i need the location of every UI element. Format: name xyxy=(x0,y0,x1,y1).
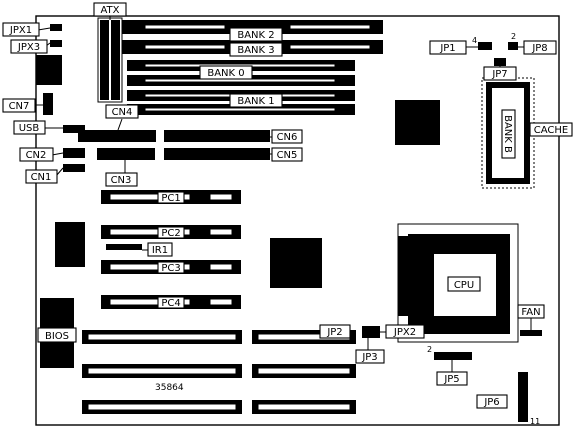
svg-text:CN4: CN4 xyxy=(112,107,133,118)
svg-text:FAN: FAN xyxy=(521,307,540,318)
svg-text:CN3: CN3 xyxy=(111,175,132,186)
pin-number-11: 11 xyxy=(530,417,540,426)
svg-text:JP5: JP5 xyxy=(443,374,459,385)
svg-text:BANK B: BANK B xyxy=(502,115,513,153)
label-cn7: CN7 xyxy=(2,98,36,113)
label-jp5: JP5 xyxy=(436,371,468,386)
svg-text:PC2: PC2 xyxy=(161,228,180,239)
cn6-header xyxy=(164,130,270,142)
label-jp6: JP6 xyxy=(476,394,508,409)
cn7-connector xyxy=(43,93,53,115)
svg-text:JPX1: JPX1 xyxy=(9,25,32,36)
label-cn3: CN3 xyxy=(105,172,138,187)
label-bank2: BANK 2 xyxy=(229,27,283,42)
label-cn6: CN6 xyxy=(271,129,303,144)
svg-text:CN6: CN6 xyxy=(277,132,298,143)
svg-text:JP8: JP8 xyxy=(531,43,547,54)
label-bank0: BANK 0 xyxy=(199,65,253,80)
label-cpu: CPU xyxy=(447,276,481,292)
svg-text:CPU: CPU xyxy=(454,280,474,291)
svg-text:CN1: CN1 xyxy=(31,172,52,183)
label-jpx1: JPX1 xyxy=(2,22,40,37)
label-usb: USB xyxy=(13,120,46,135)
svg-text:JP6: JP6 xyxy=(483,397,499,408)
svg-text:USB: USB xyxy=(19,123,40,134)
label-bank3: BANK 3 xyxy=(229,42,283,57)
isa-slots xyxy=(82,330,356,414)
board-number: 35864 xyxy=(155,383,184,393)
label-jp8: JP8 xyxy=(523,40,557,55)
svg-text:JP2: JP2 xyxy=(326,327,342,338)
label-fan: FAN xyxy=(517,304,545,319)
label-jpx3: JPX3 xyxy=(10,39,48,54)
svg-text:JP7: JP7 xyxy=(491,69,507,80)
svg-text:JPX3: JPX3 xyxy=(17,42,40,53)
svg-text:CN7: CN7 xyxy=(9,101,30,112)
atx-connector xyxy=(97,17,123,103)
svg-text:JP1: JP1 xyxy=(439,43,455,54)
pin-number-2-jp5: 2 xyxy=(427,345,432,354)
label-cn5: CN5 xyxy=(271,147,303,162)
label-cn1: CN1 xyxy=(25,169,58,184)
jpx3-jumper xyxy=(50,40,62,47)
svg-text:BANK 0: BANK 0 xyxy=(207,68,244,79)
cn4-header xyxy=(78,130,156,142)
svg-text:CN5: CN5 xyxy=(277,150,298,161)
label-bank1: BANK 1 xyxy=(229,93,283,108)
label-bank-b: BANK B xyxy=(501,109,516,159)
label-jp7: JP7 xyxy=(483,66,517,81)
svg-text:BANK 2: BANK 2 xyxy=(237,30,274,41)
jp7-jumper xyxy=(494,58,506,66)
svg-text:PC1: PC1 xyxy=(161,193,180,204)
fan-header xyxy=(520,330,542,336)
ir1-header xyxy=(106,244,142,250)
chipset-2 xyxy=(270,238,322,288)
label-pc3: PC3 xyxy=(157,261,185,274)
label-jp2: JP2 xyxy=(319,324,351,339)
label-jp1: JP1 xyxy=(429,40,467,55)
svg-text:CN2: CN2 xyxy=(26,150,47,161)
simm-slots xyxy=(121,20,383,115)
cn2-header xyxy=(63,148,85,158)
svg-text:PC4: PC4 xyxy=(161,298,180,309)
label-atx: ATX xyxy=(93,2,127,17)
usb-header xyxy=(63,125,85,133)
svg-text:BANK 1: BANK 1 xyxy=(237,96,274,107)
jp8-jumper xyxy=(508,42,518,50)
label-pc1: PC1 xyxy=(157,191,185,204)
cn1-header xyxy=(63,164,85,172)
label-ir1: IR1 xyxy=(147,242,173,257)
label-bios: BIOS xyxy=(37,327,77,343)
label-cn2: CN2 xyxy=(19,147,54,162)
svg-text:BIOS: BIOS xyxy=(45,331,69,342)
cn5-header xyxy=(164,148,270,160)
pin-number-2-jp8: 2 xyxy=(511,32,516,41)
svg-text:IR1: IR1 xyxy=(152,245,168,256)
io-chip xyxy=(55,222,85,267)
cn3-header xyxy=(97,148,155,160)
svg-text:PC3: PC3 xyxy=(161,263,180,274)
label-pc2: PC2 xyxy=(157,226,185,239)
chipset-1 xyxy=(395,100,440,145)
svg-text:ATX: ATX xyxy=(100,5,119,16)
leader-lines xyxy=(34,16,534,399)
label-cache: CACHE xyxy=(529,122,573,137)
pin-number-4: 4 xyxy=(472,36,477,45)
svg-text:JPX2: JPX2 xyxy=(393,327,416,338)
svg-text:BANK 3: BANK 3 xyxy=(237,45,274,56)
label-jp3: JP3 xyxy=(355,349,385,364)
svg-text:JP3: JP3 xyxy=(361,352,377,363)
svg-text:CACHE: CACHE xyxy=(534,125,568,136)
jpx1-jumper xyxy=(50,24,62,31)
label-jpx2: JPX2 xyxy=(385,324,425,339)
jp5-header xyxy=(434,352,472,360)
keyboard-connector xyxy=(36,55,62,85)
label-pc4: PC4 xyxy=(157,296,185,309)
jp1-jumper xyxy=(478,42,492,50)
jp2-jumper xyxy=(362,326,380,338)
label-cn4: CN4 xyxy=(105,104,139,119)
